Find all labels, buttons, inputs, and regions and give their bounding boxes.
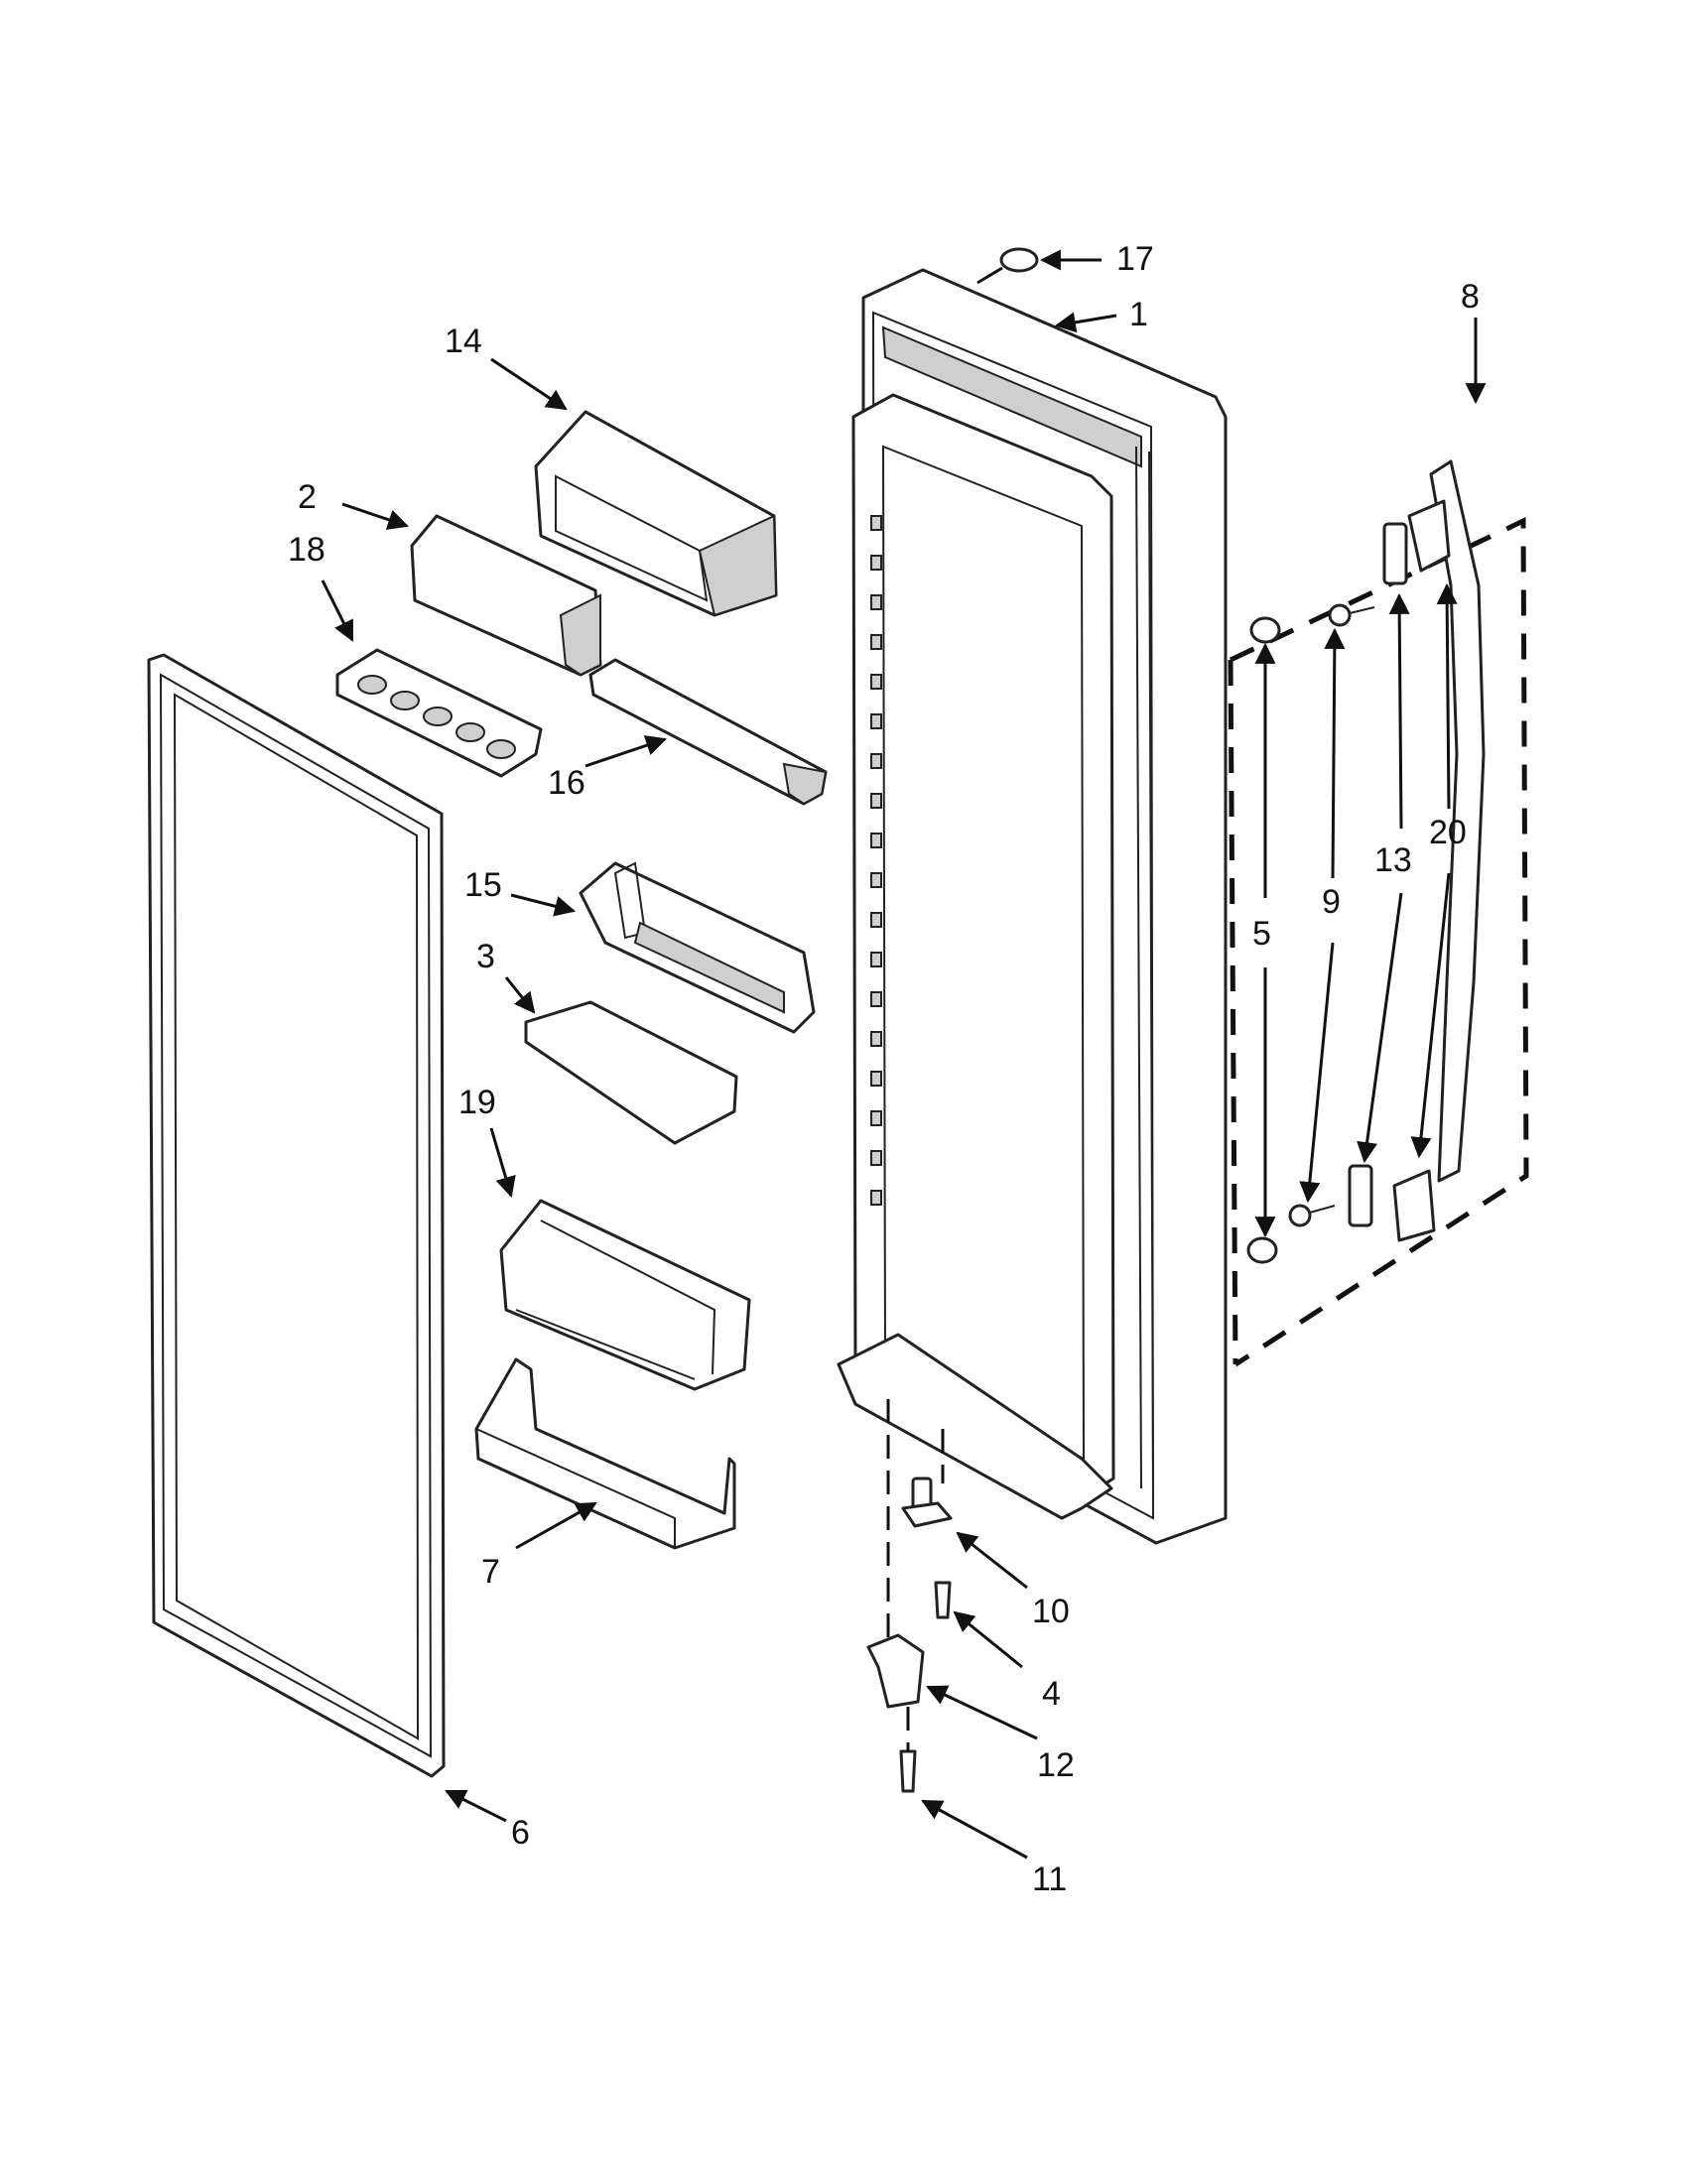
dairy-door-cover xyxy=(410,514,602,677)
callout-4: 4 xyxy=(1042,1675,1061,1713)
hinge-pin xyxy=(901,1477,953,1528)
callout-1: 1 xyxy=(1129,296,1148,333)
leader-2 xyxy=(341,502,409,530)
callout-7: 7 xyxy=(481,1553,500,1591)
callout-2: 2 xyxy=(298,478,317,516)
handle-stud-upper xyxy=(1249,616,1281,644)
leader-11 xyxy=(921,1799,1028,1860)
leader-20 xyxy=(1436,582,1458,810)
door-gasket xyxy=(147,653,446,1778)
door-bin-lower xyxy=(499,1199,751,1391)
leader-9 xyxy=(1324,627,1346,879)
door-handle xyxy=(1392,459,1486,1242)
leader-12 xyxy=(926,1685,1038,1740)
handle-stud-lower xyxy=(1246,1236,1278,1264)
callout-6: 6 xyxy=(511,1814,530,1852)
leader-3 xyxy=(504,976,536,1014)
trim-rail xyxy=(588,658,828,806)
door-bin-upper xyxy=(579,861,816,1034)
bracket-screw xyxy=(899,1749,917,1793)
callout-17: 17 xyxy=(1116,240,1154,278)
leader-19 xyxy=(489,1127,516,1199)
callout-8: 8 xyxy=(1461,278,1480,316)
callout-5: 5 xyxy=(1252,915,1271,953)
leader-13 xyxy=(1388,592,1410,830)
leader-15 xyxy=(510,893,577,917)
dairy-bin-housing xyxy=(534,410,778,617)
leader-14 xyxy=(490,357,568,411)
callout-19: 19 xyxy=(458,1084,496,1121)
leader-arrows xyxy=(321,249,1487,1860)
handle-bracket-upper xyxy=(1382,522,1408,585)
leader-4 xyxy=(953,1610,1023,1669)
callout-11: 11 xyxy=(1032,1861,1067,1898)
handle-screw-upper xyxy=(1328,603,1375,627)
callout-15: 15 xyxy=(464,866,502,904)
callout-12: 12 xyxy=(1037,1746,1075,1784)
door-liner xyxy=(837,268,1228,1545)
callout-18: 18 xyxy=(288,531,325,569)
callout-16: 16 xyxy=(548,764,585,802)
leader-18 xyxy=(321,579,354,642)
glass-shelf xyxy=(524,1000,738,1145)
leader-20b xyxy=(1410,872,1451,1159)
callout-labels: 1 2 3 4 5 6 7 8 9 10 11 12 13 14 15 16 1… xyxy=(288,240,1480,1898)
shelf-supports xyxy=(870,515,882,1206)
handle-screw-lower xyxy=(1288,1204,1336,1227)
plug-button xyxy=(999,247,1039,273)
leader-7 xyxy=(515,1501,597,1550)
handle-assembly-box xyxy=(1228,517,1529,1367)
hinge-bracket xyxy=(866,1633,925,1709)
callout-10: 10 xyxy=(1032,1593,1070,1630)
leader-13b xyxy=(1357,892,1403,1164)
leader-1 xyxy=(1054,312,1117,333)
leader-9b xyxy=(1299,942,1335,1204)
leader-10 xyxy=(956,1531,1028,1590)
handle-bracket-lower xyxy=(1348,1164,1373,1227)
callout-20: 20 xyxy=(1429,814,1467,851)
egg-tray xyxy=(335,648,543,778)
hinge-screw xyxy=(934,1581,952,1619)
leader-6 xyxy=(445,1789,507,1823)
callout-13: 13 xyxy=(1374,841,1412,879)
leader-16 xyxy=(584,735,667,768)
callout-3: 3 xyxy=(476,938,495,975)
door-bin-bottom xyxy=(474,1357,736,1550)
callout-9: 9 xyxy=(1322,883,1341,921)
callout-14: 14 xyxy=(445,322,482,360)
leader-17b xyxy=(976,266,1003,285)
